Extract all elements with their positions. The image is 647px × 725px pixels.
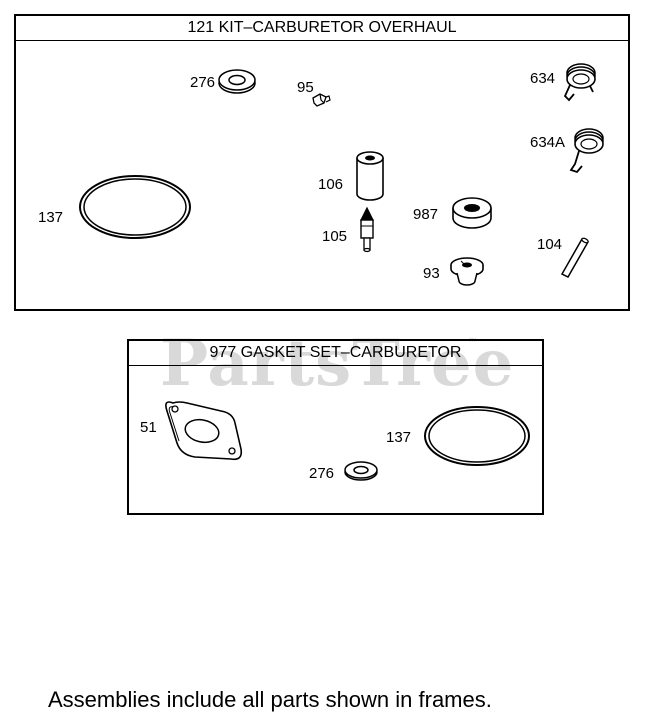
callout-93[interactable]: 93 bbox=[423, 265, 440, 282]
callout-105[interactable]: 105 bbox=[322, 228, 348, 245]
needle-105-part[interactable] bbox=[353, 206, 381, 254]
callout-276[interactable]: 276 bbox=[190, 74, 216, 91]
washer-276-part[interactable] bbox=[216, 68, 258, 96]
sleeve-106-part[interactable] bbox=[352, 150, 388, 204]
flange-gasket-51-part[interactable] bbox=[161, 393, 251, 467]
spring-634-part[interactable] bbox=[556, 60, 600, 108]
callout-106[interactable]: 106 bbox=[318, 176, 344, 193]
callout-104[interactable]: 104 bbox=[537, 236, 563, 253]
callout-987[interactable]: 987 bbox=[413, 206, 439, 223]
clip-95-part[interactable] bbox=[308, 88, 334, 112]
trademark-mark: ™ bbox=[468, 336, 477, 346]
washer-276-gasket-part[interactable] bbox=[342, 459, 380, 483]
callout-95[interactable]: 95 bbox=[297, 79, 314, 96]
callout-276-gasket[interactable]: 276 bbox=[309, 465, 335, 482]
o-ring-137-part[interactable] bbox=[76, 172, 194, 242]
callout-137-gasket[interactable]: 137 bbox=[386, 429, 412, 446]
kit-frame-title: 121 KIT–CARBURETOR OVERHAUL bbox=[16, 16, 628, 41]
kit-frame: 121 KIT–CARBURETOR OVERHAUL bbox=[14, 14, 630, 311]
assemblies-note: Assemblies include all parts shown in fr… bbox=[48, 687, 492, 712]
gasket-frame-title: 977 GASKET SET–CARBURETOR bbox=[129, 341, 542, 366]
callout-634a[interactable]: 634A bbox=[530, 134, 566, 151]
callout-137-kit[interactable]: 137 bbox=[38, 209, 64, 226]
callout-634[interactable]: 634 bbox=[530, 70, 556, 87]
o-ring-137-gasket-part[interactable] bbox=[422, 404, 532, 468]
jet-93-part[interactable] bbox=[447, 255, 487, 287]
partstree-watermark: PartsTree bbox=[160, 326, 515, 401]
pin-104-part[interactable] bbox=[558, 236, 592, 280]
spring-634a-part[interactable] bbox=[565, 124, 609, 176]
bushing-987-part[interactable] bbox=[450, 196, 494, 232]
gasket-frame: 977 GASKET SET–CARBURETOR bbox=[127, 339, 544, 515]
callout-51[interactable]: 51 bbox=[140, 419, 157, 436]
